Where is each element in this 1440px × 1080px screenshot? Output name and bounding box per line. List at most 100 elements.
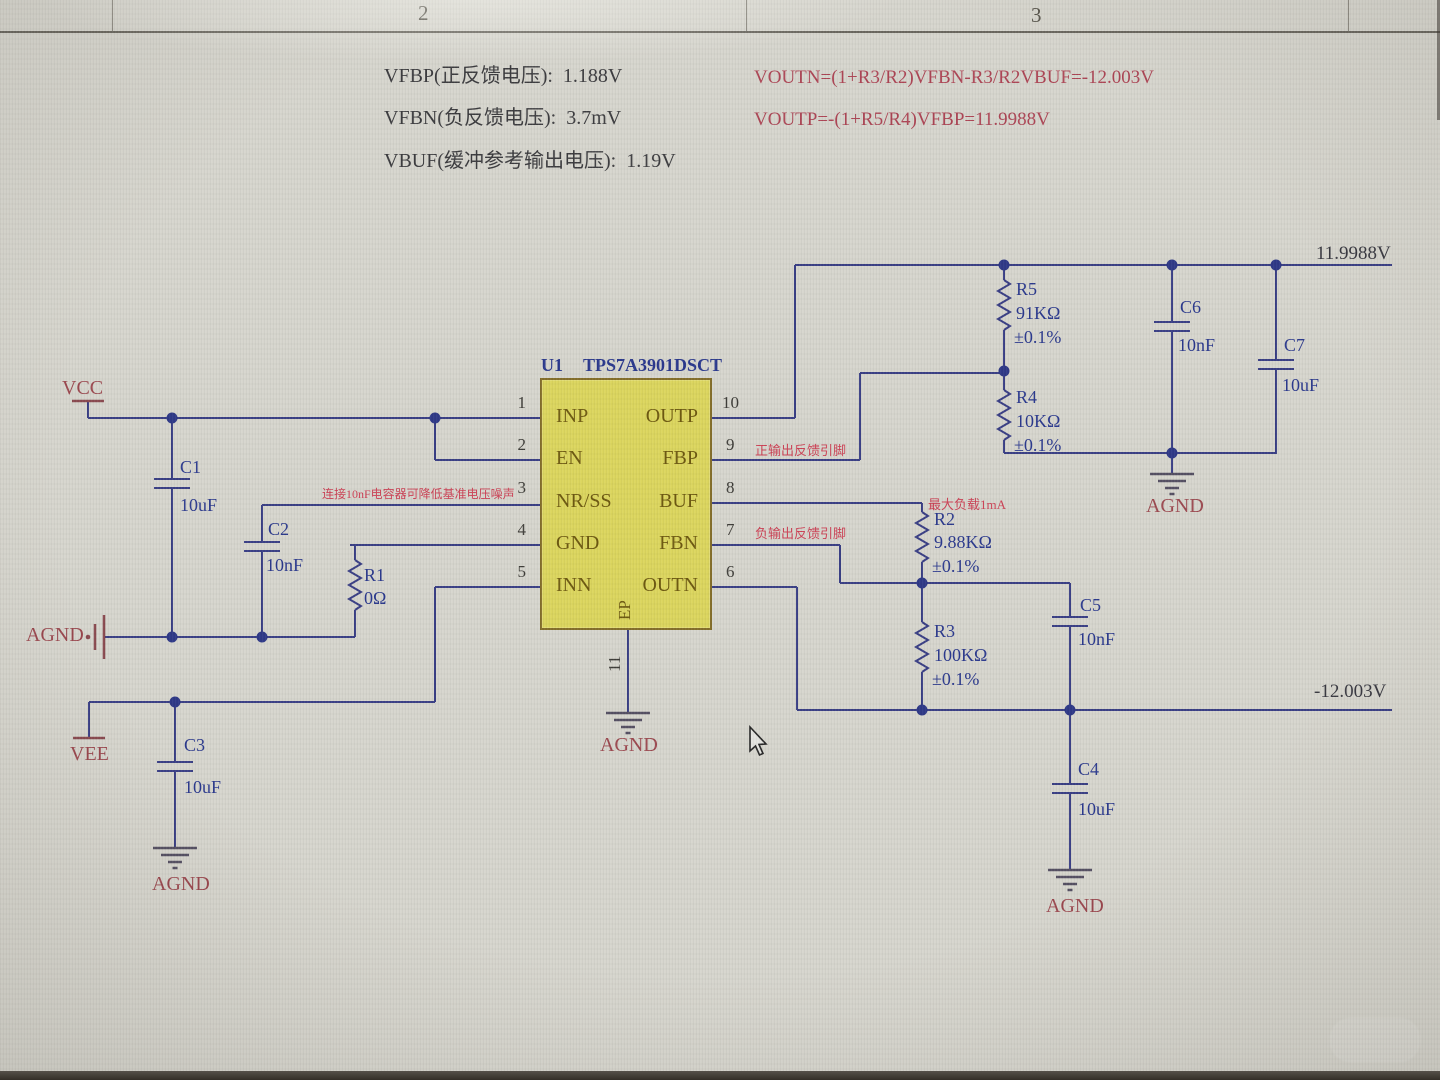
ref-c4: C4 <box>1078 759 1100 779</box>
photo-edge <box>1437 0 1440 120</box>
pin-number-7: 7 <box>726 520 735 539</box>
zone-tick <box>746 0 747 31</box>
net-label-vout-pos: 11.9988V <box>1316 243 1391 264</box>
zone-label-2: 2 <box>418 1 429 25</box>
pin-name-fbp: FBP <box>662 447 698 469</box>
junction-dot <box>1270 259 1282 271</box>
junction-dot <box>998 365 1010 377</box>
net-label-vee: VEE <box>70 743 109 765</box>
ground-symbol-c4[interactable] <box>1046 868 1094 892</box>
zone-label-3: 3 <box>1031 3 1042 27</box>
formula-voutp: VOUTP=-(1+R5/R4)VFBP=11.9988V <box>754 109 1050 130</box>
resistor-symbol-r4[interactable] <box>997 389 1011 441</box>
tolerance-r2: ±0.1% <box>932 556 980 576</box>
junction-dot <box>998 259 1010 271</box>
value-r5: 91KΩ <box>1016 303 1061 323</box>
pin-name-buf: BUF <box>659 490 698 512</box>
note-fbp-pin: 正输出反馈引脚 <box>755 443 847 458</box>
pin-number-1: 1 <box>517 393 527 412</box>
net-label-agnd-left: AGND <box>26 624 84 646</box>
ground-symbol-ep[interactable] <box>604 711 652 735</box>
watermark-badge <box>1330 1018 1420 1062</box>
ref-r1: R1 <box>364 565 386 585</box>
net-label-agnd-c3: AGND <box>152 873 210 895</box>
resistor-symbol-r2[interactable] <box>915 511 929 563</box>
value-r2: 9.88KΩ <box>934 532 992 552</box>
pin-number-2: 2 <box>517 435 527 454</box>
value-r4: 10KΩ <box>1016 411 1061 431</box>
junction-dot <box>166 412 178 424</box>
junction-dot <box>166 631 178 643</box>
capacitor-symbol-c5[interactable] <box>1051 616 1089 627</box>
pin-number-3: 3 <box>517 478 527 497</box>
ref-c1: C1 <box>180 457 202 477</box>
capacitor-symbol-c3[interactable] <box>156 761 194 772</box>
ref-c3: C3 <box>184 735 206 755</box>
net-label-agnd-ep: AGND <box>600 734 658 756</box>
junction-dot <box>1064 704 1076 716</box>
net-label-vout-neg: -12.003V <box>1314 681 1387 702</box>
ic-u1-body[interactable] <box>540 378 712 630</box>
resistor-symbol-r5[interactable] <box>997 279 1011 331</box>
capacitor-symbol-c6[interactable] <box>1153 321 1191 332</box>
resistor-symbol-r1[interactable] <box>348 559 362 611</box>
pin-name-fbn: FBN <box>659 532 698 554</box>
zone-tick <box>112 0 113 31</box>
value-c3: 10uF <box>184 777 222 797</box>
pin-name-nrss: NR/SS <box>556 490 612 512</box>
value-c6: 10nF <box>1178 335 1216 355</box>
formula-voutn: VOUTN=(1+R3/R2)VFBN-R3/R2VBUF=-12.003V <box>754 67 1155 88</box>
ref-r3: R3 <box>934 621 956 641</box>
agnd-left-port[interactable] <box>85 615 106 659</box>
ref-r2: R2 <box>934 509 956 529</box>
pin-name-inp: INP <box>556 405 589 427</box>
ic-part-number: TPS7A3901DSCT <box>583 355 723 375</box>
monitor-bezel-edge <box>0 1071 1440 1080</box>
ic-designator: U1 <box>541 355 563 375</box>
junction-dot <box>916 577 928 589</box>
pin-name-gnd: GND <box>556 532 600 554</box>
note-vbuf: VBUF(缓冲参考输出电压): 1.19V <box>384 150 676 172</box>
capacitor-symbol-c7[interactable] <box>1257 359 1295 370</box>
ref-c5: C5 <box>1080 595 1102 615</box>
pin-name-en: EN <box>556 447 583 469</box>
capacitor-symbol-c1[interactable] <box>153 478 191 489</box>
junction-dot <box>916 704 928 716</box>
junction-dot <box>429 412 441 424</box>
note-nrss-cap: 连接10nF电容器可降低基准电压噪声 <box>322 487 515 501</box>
ground-symbol-c3[interactable] <box>151 846 199 870</box>
note-vfbp: VFBP(正反馈电压): 1.188V <box>384 65 623 87</box>
capacitor-symbol-c2[interactable] <box>243 541 281 552</box>
pin-name-inn: INN <box>556 574 592 596</box>
value-c2: 10nF <box>266 555 304 575</box>
note-fbn-pin: 负输出反馈引脚 <box>755 526 847 541</box>
pin-number-11: 11 <box>605 655 624 672</box>
junction-dot <box>169 696 181 708</box>
net-label-vcc: VCC <box>62 377 104 399</box>
value-c1: 10uF <box>180 495 218 515</box>
junction-dot <box>1166 259 1178 271</box>
net-label-agnd-c4: AGND <box>1046 895 1104 917</box>
ref-c2: C2 <box>268 519 290 539</box>
pin-name-ep: EP <box>615 600 634 620</box>
value-r3: 100KΩ <box>934 645 988 665</box>
pin-name-outn: OUTN <box>642 574 698 596</box>
pin-number-9: 9 <box>726 435 735 454</box>
capacitor-symbol-c4[interactable] <box>1051 783 1089 794</box>
pin-number-10: 10 <box>722 393 739 412</box>
junction-dot <box>1166 447 1178 459</box>
ref-c6: C6 <box>1180 297 1202 317</box>
ground-symbol-r4[interactable] <box>1148 472 1196 496</box>
tolerance-r4: ±0.1% <box>1014 435 1062 455</box>
sheet-border <box>0 31 1440 33</box>
junction-dot <box>256 631 268 643</box>
note-vfbn: VFBN(负反馈电压): 3.7mV <box>384 107 622 129</box>
ref-c7: C7 <box>1284 335 1306 355</box>
pin-number-5: 5 <box>517 562 527 581</box>
tolerance-r3: ±0.1% <box>932 669 980 689</box>
value-c5: 10nF <box>1078 629 1116 649</box>
pin-number-4: 4 <box>517 520 527 539</box>
resistor-symbol-r3[interactable] <box>915 621 929 673</box>
